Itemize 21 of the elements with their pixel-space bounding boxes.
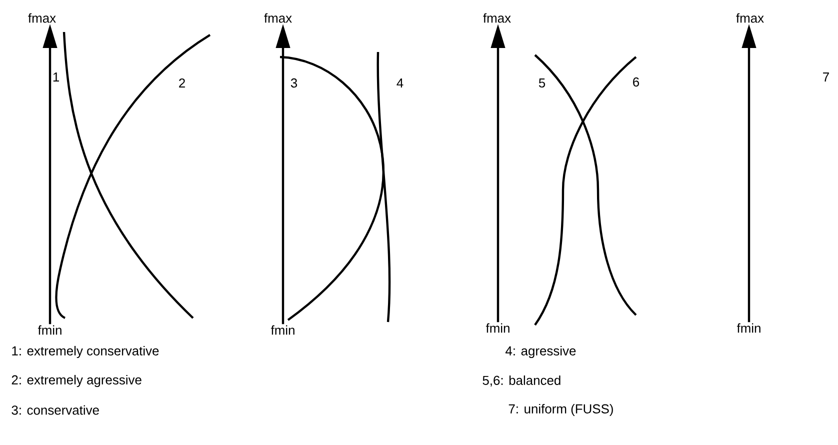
axis-label: fmin	[38, 325, 62, 335]
curve-number: 5	[538, 78, 546, 88]
axis-label: fmax	[736, 13, 764, 23]
curve-number: 3	[290, 78, 298, 88]
curve-number: 2	[179, 78, 185, 88]
axis-label: fmin	[736, 323, 760, 333]
legend-text: 3: conservative	[12, 405, 99, 415]
legend-text: 2: extremely agressive	[12, 374, 142, 388]
legend-text: 7: uniform (FUSS)	[508, 404, 613, 416]
axis-label: fmin	[486, 323, 510, 333]
axis-label: fmax	[264, 13, 292, 23]
legend-text: 4: agressive	[506, 346, 576, 358]
axis-label: fmin	[270, 325, 294, 335]
curve-number: 1	[53, 72, 59, 82]
legend-text: 5,6: balanced	[482, 375, 560, 386]
curve-number: 7	[823, 72, 829, 82]
curve-number: 6	[633, 77, 640, 87]
axis-label: fmax	[28, 13, 56, 23]
curve-number: 4	[396, 78, 404, 88]
axis-label: fmax	[483, 13, 511, 23]
legend-text: 1: extremely conservative	[12, 346, 159, 358]
